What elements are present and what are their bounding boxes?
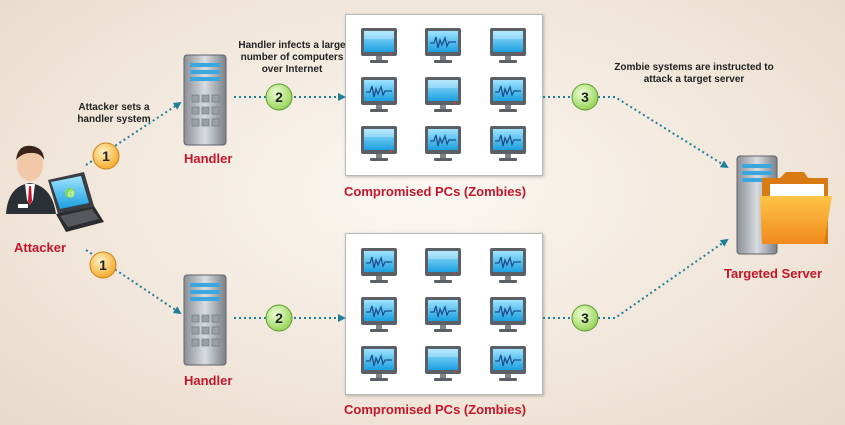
zombie-monitors-bottom: [360, 247, 527, 382]
targeted-server-label: Targeted Server: [724, 266, 823, 281]
arrow-zombies-bottom-to-target: [543, 238, 729, 319]
attacker-label: Attacker: [14, 240, 67, 255]
step-1-bottom-badge: 1: [89, 251, 117, 279]
step-3-bottom-number: 3: [581, 310, 589, 326]
handler-top-server-icon: [183, 54, 227, 146]
step-2-top-number: 2: [275, 89, 283, 105]
step-3-bottom-badge: 3: [571, 304, 599, 332]
arrow-attacker-to-handler-top: [85, 101, 182, 166]
step-3-top-number: 3: [581, 89, 589, 105]
step-3-top-badge: 3: [571, 83, 599, 111]
zombies-top-label: Compromised PCs (Zombies): [344, 184, 527, 199]
arrow-zombies-top-to-target: [543, 96, 729, 169]
attacker-icon: @: [6, 145, 104, 232]
handler-bottom-server-icon: [183, 274, 227, 366]
step-1-top-number: 1: [102, 148, 110, 164]
arrow-attacker-to-handler-bottom: [85, 249, 182, 315]
handler-top-label: Handler: [184, 151, 233, 166]
targeted-server-icon: [736, 155, 832, 255]
step-1-bottom-number: 1: [99, 257, 107, 273]
step-2-bottom-number: 2: [275, 310, 283, 326]
step-1-top-badge: 1: [92, 142, 120, 170]
step-2-top-badge: 2: [265, 83, 293, 111]
connection-arrows: [85, 93, 729, 322]
zombie-monitors-top: [360, 27, 527, 162]
svg-text:@: @: [68, 191, 75, 198]
handler-bottom-label: Handler: [184, 373, 233, 388]
step-2-bottom-badge: 2: [265, 304, 293, 332]
zombies-bottom-label: Compromised PCs (Zombies): [344, 402, 527, 417]
